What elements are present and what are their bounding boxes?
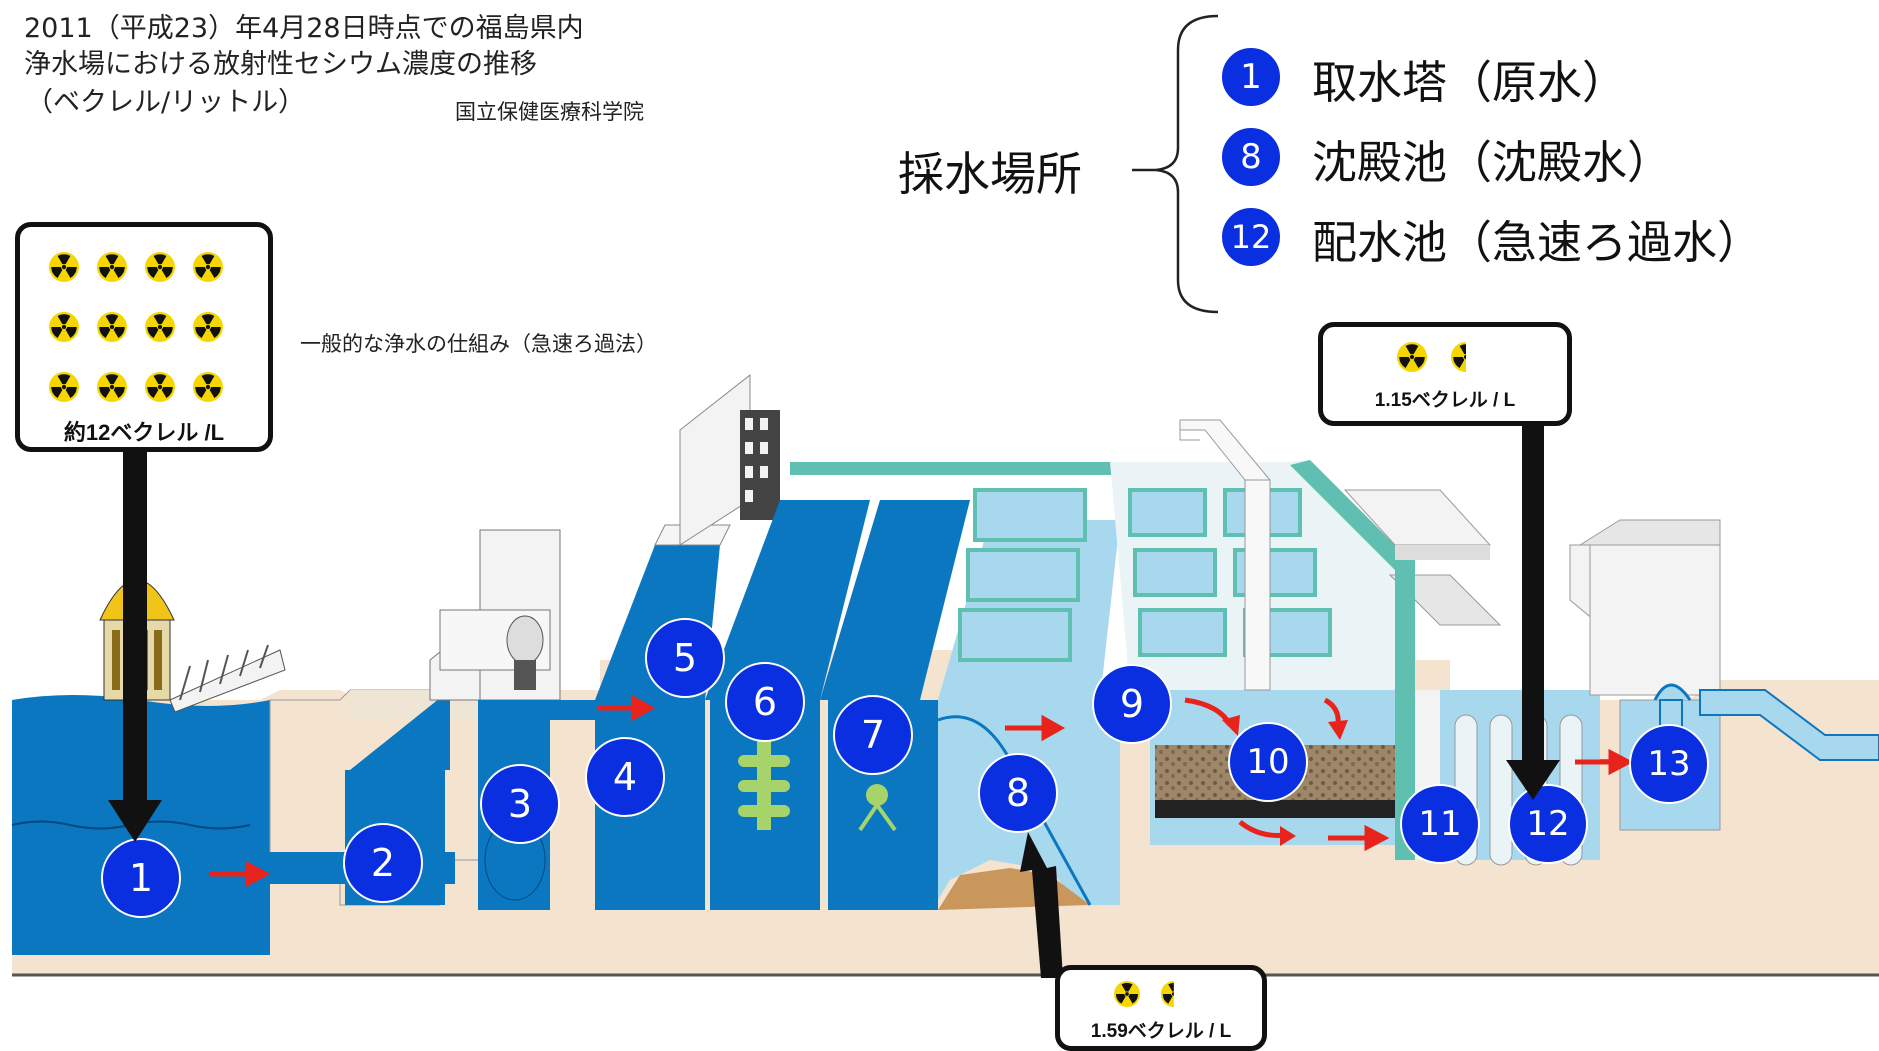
stage-badge-10: 10 [1228,722,1308,802]
callout-intake: 約12ベクレル /L [15,222,273,452]
stage-badge-13: 13 [1629,724,1709,804]
stage-badge-1: 1 [101,838,181,918]
legend-brace [1132,14,1219,314]
sampling-location-heading: 採水場所 [898,147,1082,201]
stage-badge-5: 5 [645,618,725,698]
stage-badge-12: 12 [1508,784,1588,864]
reservoir-pointer-head [1506,760,1560,800]
stage-badge-2: 2 [343,823,423,903]
stage-badge-7: 7 [833,695,913,775]
legend-badge-8: 8 [1220,126,1282,188]
radiation-icon [49,312,79,342]
radiation-icons-sedimentation [1114,981,1174,1007]
radiation-icons-reservoir [1397,342,1466,372]
radiation-icon [49,372,79,402]
stage-badge-6: 6 [725,662,805,742]
legend-badge-1: 1 [1220,46,1282,108]
radiation-icon [49,252,79,282]
intake-pointer-shaft [123,450,147,808]
legend-badge-12: 12 [1220,206,1282,268]
callout-intake-value: 約12ベクレル /L [63,420,225,445]
radiation-icon [193,252,223,282]
radiation-icon [1160,981,1174,1007]
radiation-icon [1397,342,1427,372]
diagram-caption: 一般的な浄水の仕組み（急速ろ過法） [300,332,657,356]
legend-item-intake-tower: 取水塔（原水） [1312,56,1628,109]
stage-badge-3: 3 [480,764,560,844]
sedimentation-pointer [1020,832,1063,978]
radiation-icon [1451,342,1466,372]
stage-badge-8: 8 [978,753,1058,833]
reservoir-pointer-shaft [1522,420,1544,765]
radiation-icon [145,252,175,282]
title-line-2: 浄水場における放射性セシウム濃度の推移 [24,49,537,80]
radiation-icon [145,372,175,402]
radiation-icon [97,312,127,342]
callout-distribution-reservoir: 1.15ベクレル / L [1318,322,1572,426]
radiation-icon [97,372,127,402]
water-treatment-plant-illustration [0,373,1879,977]
intake-pointer-head [108,800,162,842]
callout-sedimentation: 1.59ベクレル / L [1055,965,1267,1051]
stage-badge-9: 9 [1092,664,1172,744]
callout-reservoir-value: 1.15ベクレル / L [1374,390,1516,411]
title-line-1: 2011（平成23）年4月28日時点での福島県内 [24,13,584,44]
radiation-icon [1114,981,1140,1007]
radiation-icons-intake [49,252,223,402]
callout-sedimentation-value: 1.59ベクレル / L [1090,1021,1232,1042]
stage-badge-4: 4 [585,737,665,817]
organization-label: 国立保健医療科学院 [455,100,644,124]
legend-item-sedimentation-basin: 沈殿池（沈殿水） [1312,136,1673,189]
radiation-icon [97,252,127,282]
stage-badge-11: 11 [1400,784,1480,864]
title-line-3: （ベクレル/リットル） [26,87,306,118]
radiation-icon [193,372,223,402]
radiation-icon [193,312,223,342]
legend-item-distribution-reservoir: 配水池（急速ろ過水） [1312,216,1763,269]
radiation-icon [145,312,175,342]
